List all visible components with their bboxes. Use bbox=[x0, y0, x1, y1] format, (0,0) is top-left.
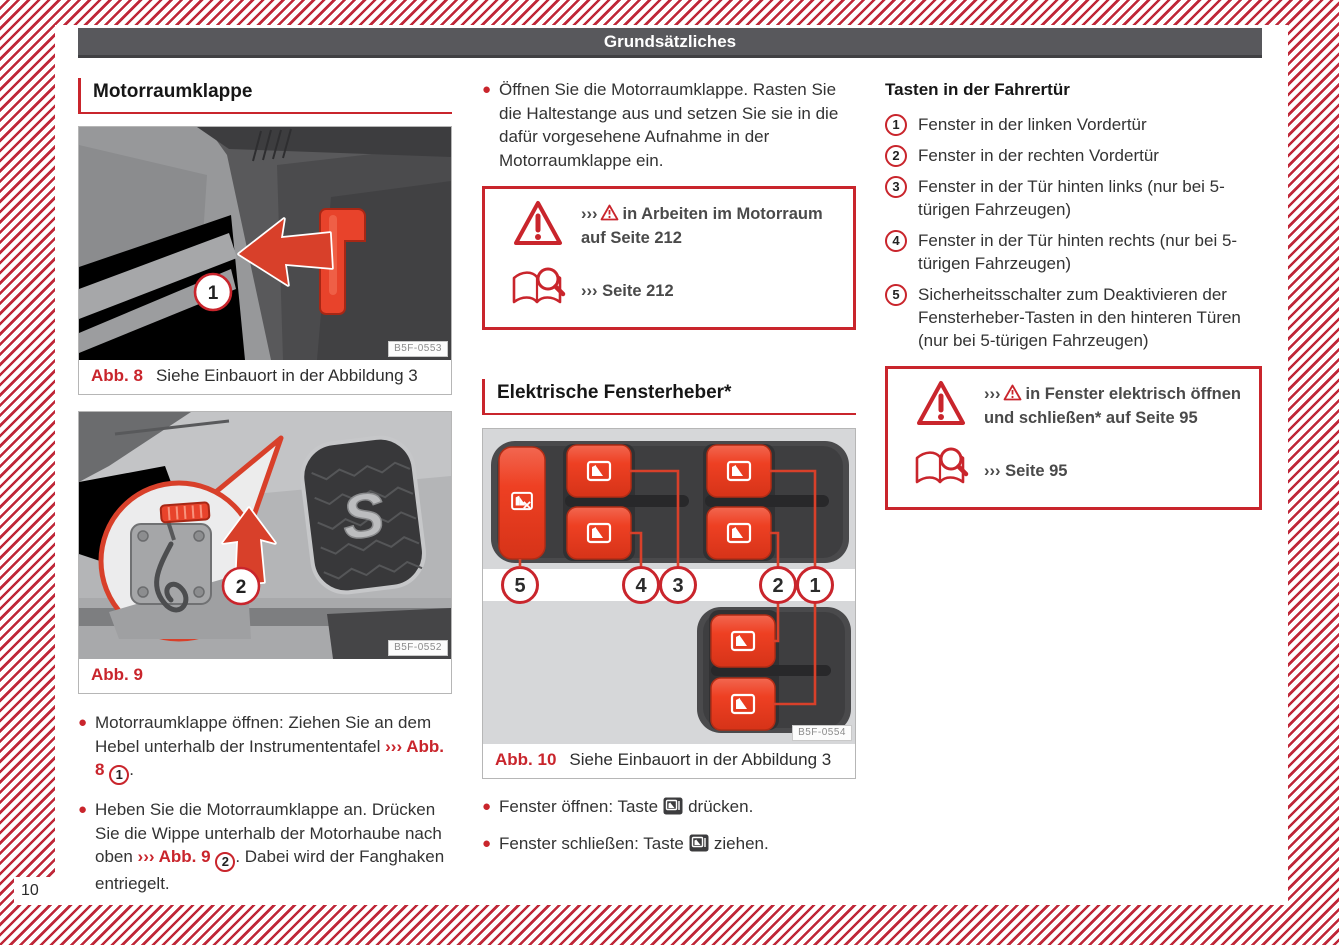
bullet-window-close-pre: Fenster schließen: Taste bbox=[499, 833, 684, 853]
callout-5-badge: 5 bbox=[885, 284, 907, 306]
list-item: 3 Fenster in der Tür hinten links (nur b… bbox=[885, 175, 1262, 221]
ref-arrows: ››› bbox=[581, 204, 598, 223]
warning-reference-label: in Fenster elektrisch öffnen und schließ… bbox=[984, 384, 1241, 427]
callout-1-inline: 1 bbox=[109, 765, 130, 785]
list-item-text: Fenster in der Tür hinten rechts (nur be… bbox=[918, 231, 1238, 273]
hood-release-lever-illustration: 1 bbox=[79, 127, 451, 360]
warning-triangle-icon bbox=[512, 199, 564, 252]
figure-abb9-label: Abb. 9 bbox=[91, 665, 143, 684]
figure-abb10-watermark: B5F-0554 bbox=[792, 725, 852, 741]
callout-1-badge: 1 bbox=[885, 114, 907, 136]
bullet-dot: ● bbox=[482, 798, 492, 815]
section-title-tasten: Tasten in der Fahrertür bbox=[885, 80, 1070, 99]
bullet-open-hood: ● Motorraumklappe öffnen: Ziehen Sie an d… bbox=[78, 711, 452, 785]
list-item-text: Sicherheitsschalter zum Deaktivieren der… bbox=[918, 285, 1241, 350]
bullet-open-hood-tail: . bbox=[129, 760, 134, 779]
figure-abb10-callout-4: 4 bbox=[635, 575, 647, 597]
bullet-dot: ● bbox=[482, 834, 492, 852]
warning-reference-text: ›››in Arbeiten im Motorraum auf Seite 21… bbox=[581, 203, 845, 249]
ref-arrows: ››› bbox=[984, 384, 1001, 403]
warning-triangle-inline-icon bbox=[1003, 384, 1022, 405]
list-item: 5 Sicherheitsschalter zum Deaktivieren d… bbox=[885, 283, 1262, 352]
list-item-text: Fenster in der linken Vordertür bbox=[918, 115, 1147, 134]
figure-abb10-label: Abb. 10 bbox=[495, 750, 557, 769]
callout-4-badge: 4 bbox=[885, 230, 907, 252]
window-button-icon bbox=[663, 797, 683, 819]
bullet-lift-hood: ● Heben Sie die Motorraumklappe an. Drück… bbox=[78, 798, 452, 896]
bullet-dot: ● bbox=[78, 801, 88, 818]
list-item: 2 Fenster in der rechten Vordertür bbox=[885, 144, 1262, 167]
section-title-fensterheber: Elektrische Fensterheber* bbox=[482, 379, 856, 415]
bullet-window-open-post: drücken. bbox=[688, 797, 754, 816]
column-right: Tasten in der Fahrertür 1 Fenster in der… bbox=[885, 70, 1262, 510]
bullet-window-open: ● Fenster öffnen: Taste drücken. bbox=[482, 795, 856, 822]
figure-abb10-image: 5 4 3 2 1 B5F-0554 bbox=[483, 429, 855, 744]
bullet-dot: ● bbox=[78, 714, 88, 731]
bullet-open-strut: ● Öffnen Sie die Motorraumklappe. Rasten … bbox=[482, 78, 856, 172]
bullet-dot: ● bbox=[482, 81, 492, 98]
list-item: 1 Fenster in der linken Vordertür bbox=[885, 113, 1262, 136]
warning-box-fensterheber: ›››in Fenster elektrisch öffnen und schl… bbox=[885, 366, 1262, 510]
figure-abb10-callout-5: 5 bbox=[514, 575, 525, 597]
bullet-lift-hood-text: Heben Sie die Motorraumklappe an. Drücke… bbox=[95, 800, 442, 866]
figure-reference-abb8: ››› Abb. 8 bbox=[95, 736, 444, 780]
warning-box-motorraum: ›››in Arbeiten im Motorraum auf Seite 21… bbox=[482, 186, 856, 330]
window-button-icon bbox=[689, 834, 709, 856]
figure-abb10-callout-1: 1 bbox=[809, 575, 820, 597]
figure-abb9: S bbox=[78, 411, 452, 694]
list-item-text: Fenster in der rechten Vordertür bbox=[918, 146, 1159, 165]
figure-abb8-label: Abb. 8 bbox=[91, 366, 143, 385]
chapter-header: Grundsätzliches bbox=[78, 28, 1262, 58]
bullet-open-strut-text: Öffnen Sie die Motorraumklappe. Rasten S… bbox=[499, 80, 839, 170]
figure-abb8-caption-text: Siehe Einbauort in der Abbildung 3 bbox=[155, 366, 418, 385]
figure-abb10-caption-text: Siehe Einbauort in der Abbildung 3 bbox=[569, 750, 832, 769]
hood-latch-illustration: S bbox=[79, 412, 451, 659]
section-title-motorraumklappe: Motorraumklappe bbox=[78, 78, 452, 114]
figure-abb10: 5 4 3 2 1 B5F-0554 Abb. 10 Siehe Einbauo… bbox=[482, 428, 856, 779]
bullet-lift-hood-tail: . Dabei wird der Fanghaken entriegelt. bbox=[95, 847, 445, 893]
figure-reference-abb9: ››› Abb. 9 bbox=[137, 847, 211, 866]
list-item-text: Fenster in der Tür hinten links (nur bei… bbox=[918, 177, 1225, 219]
callout-2-badge: 2 bbox=[885, 145, 907, 167]
book-reference-text: ››› Seite 95 bbox=[984, 461, 1068, 480]
figure-abb8: 1 B5F-0553 Abb. 8 Siehe Einbauort in der… bbox=[78, 126, 452, 395]
book-reference-text: ››› Seite 212 bbox=[581, 281, 674, 300]
figure-abb10-callout-3: 3 bbox=[672, 575, 683, 597]
figure-abb10-caption: Abb. 10 Siehe Einbauort in der Abbildung… bbox=[483, 744, 855, 778]
page-number: 10 bbox=[14, 877, 56, 905]
figure-abb9-callout: 2 bbox=[236, 577, 247, 598]
column-left: Motorraumklappe bbox=[78, 70, 452, 896]
book-magnifier-icon bbox=[912, 446, 970, 495]
column-middle: ● Öffnen Sie die Motorraumklappe. Rasten … bbox=[482, 70, 856, 858]
list-item: 4 Fenster in der Tür hinten rechts (nur … bbox=[885, 229, 1262, 275]
figure-abb8-watermark: B5F-0553 bbox=[388, 341, 448, 357]
callout-3-badge: 3 bbox=[885, 176, 907, 198]
figure-abb8-image: 1 B5F-0553 bbox=[79, 127, 451, 360]
figure-abb9-image: S bbox=[79, 412, 451, 659]
warning-reference-text: ›››in Fenster elektrisch öffnen und schl… bbox=[984, 383, 1251, 429]
bullet-window-open-pre: Fenster öffnen: Taste bbox=[499, 797, 659, 816]
figure-abb8-callout: 1 bbox=[208, 283, 219, 304]
callout-2-inline: 2 bbox=[215, 852, 236, 872]
figure-abb10-callout-2: 2 bbox=[772, 575, 783, 597]
bullet-window-close-post: ziehen. bbox=[713, 833, 769, 853]
svg-text:S: S bbox=[339, 480, 388, 554]
figure-abb9-watermark: B5F-0552 bbox=[388, 640, 448, 656]
book-magnifier-icon bbox=[509, 266, 567, 315]
bullet-window-close: ● Fenster schließen: Taste ziehen. bbox=[482, 832, 856, 859]
warning-reference-label: in Arbeiten im Motorraum auf Seite 212 bbox=[581, 204, 823, 247]
window-switch-panel-illustration: 5 4 3 2 1 bbox=[483, 429, 855, 744]
warning-triangle-icon bbox=[915, 379, 967, 432]
warning-triangle-inline-icon bbox=[600, 204, 619, 225]
figure-abb9-caption: Abb. 9 bbox=[79, 659, 451, 693]
bullet-open-hood-text: Motorraumklappe öffnen: Ziehen Sie an de… bbox=[95, 713, 432, 756]
figure-abb8-caption: Abb. 8 Siehe Einbauort in der Abbildung … bbox=[79, 360, 451, 394]
